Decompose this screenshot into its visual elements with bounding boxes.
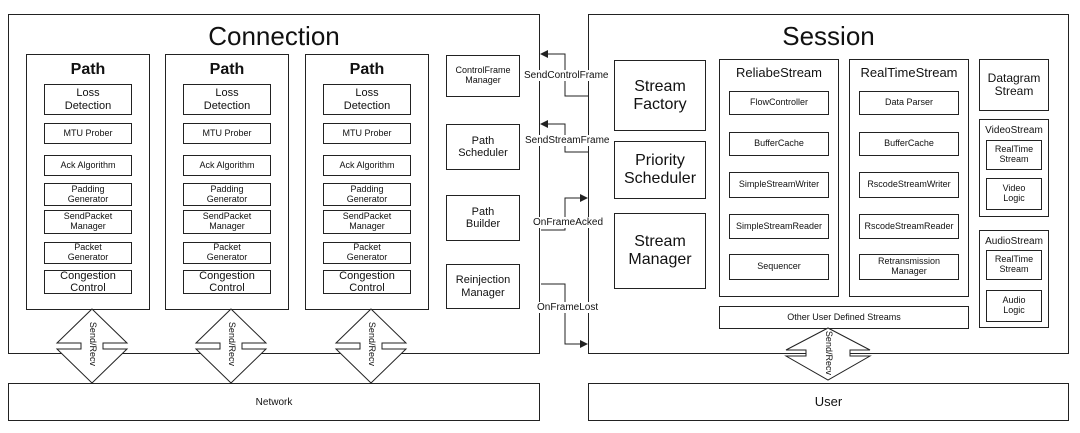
reinjection-manager-box: Reinjection Manager [446, 264, 520, 309]
send-recv-label: Send/Recv [87, 321, 98, 366]
flowcontroller-box: FlowController [729, 91, 829, 115]
network-box: Network [8, 383, 540, 421]
stream-factory-box: Stream Factory [614, 60, 706, 131]
packet-generator-box: Packet Generator [44, 242, 132, 264]
path-title: Path [209, 61, 245, 78]
mtu-prober-box: MTU Prober [44, 123, 132, 144]
audio-logic-box: Audio Logic [986, 290, 1042, 322]
padding-generator-box: Padding Generator [323, 183, 411, 206]
send-recv-label: Send/Recv [366, 321, 377, 366]
buffercache-box: BufferCache [729, 132, 829, 156]
congestion-control-box: Congestion Control [44, 270, 132, 294]
buffercache-box: BufferCache [859, 132, 959, 156]
data-parser-box: Data Parser [859, 91, 959, 115]
rscodestreamreader-box: RscodeStreamReader [859, 214, 959, 239]
packet-generator-box: Packet Generator [183, 242, 271, 264]
ack-algorithm-box: Ack Algorithm [44, 155, 132, 176]
loss-detection-box: Loss Detection [183, 84, 271, 115]
audio-realtime-stream-box: RealTime Stream [986, 250, 1042, 280]
ack-algorithm-box: Ack Algorithm [323, 155, 411, 176]
controlframe-manager-box: ControlFrame Manager [446, 55, 520, 97]
send-recv-double-arrow [784, 327, 872, 381]
user-box: User [588, 383, 1069, 421]
other-user-defined-streams-box: Other User Defined Streams [719, 306, 969, 329]
send-recv-label: Send/Recv [823, 330, 834, 375]
path-title: Path [70, 61, 106, 78]
retransmission-manager-box: Retransmission Manager [859, 254, 959, 280]
padding-generator-box: Padding Generator [44, 183, 132, 206]
datagram-stream-box: Datagram Stream [979, 59, 1049, 111]
priority-scheduler-box: Priority Scheduler [614, 141, 706, 199]
packet-generator-box: Packet Generator [323, 242, 411, 264]
on-frame-lost-arrow [541, 283, 588, 348]
simplestreamreader-box: SimpleStreamReader [729, 214, 829, 239]
video-stream-title: VideoStream [985, 125, 1043, 136]
connection-title: Connection [208, 21, 340, 51]
loss-detection-box: Loss Detection [323, 84, 411, 115]
session-title: Session [782, 21, 875, 51]
on-frame-acked-label: OnFrameAcked [532, 217, 605, 228]
rscodestreamwriter-box: RscodeStreamWriter [859, 172, 959, 198]
send-stream-frame-label: SendStreamFrame [524, 135, 611, 146]
send-control-frame-label: SendControlFrame [523, 70, 610, 81]
mtu-prober-box: MTU Prober [323, 123, 411, 144]
send-recv-label: Send/Recv [226, 321, 237, 366]
path-scheduler-box: Path Scheduler [446, 124, 520, 170]
on-frame-acked-arrow [541, 194, 588, 231]
mtu-prober-box: MTU Prober [183, 123, 271, 144]
congestion-control-box: Congestion Control [183, 270, 271, 294]
video-logic-box: Video Logic [986, 178, 1042, 210]
sequencer-box: Sequencer [729, 254, 829, 280]
path-title: Path [349, 61, 385, 78]
congestion-control-box: Congestion Control [323, 270, 411, 294]
path-builder-box: Path Builder [446, 195, 520, 241]
sendpacket-manager-box: SendPacket Manager [323, 210, 411, 234]
on-frame-lost-label: OnFrameLost [536, 302, 600, 313]
simplestreamwriter-box: SimpleStreamWriter [729, 172, 829, 198]
ack-algorithm-box: Ack Algorithm [183, 155, 271, 176]
audio-stream-title: AudioStream [985, 236, 1043, 247]
sendpacket-manager-box: SendPacket Manager [44, 210, 132, 234]
realtime-stream-title: RealTimeStream [860, 65, 958, 80]
stream-manager-box: Stream Manager [614, 213, 706, 289]
loss-detection-box: Loss Detection [44, 84, 132, 115]
reliable-stream-title: ReliabeStream [736, 65, 822, 80]
padding-generator-box: Padding Generator [183, 183, 271, 206]
video-realtime-stream-box: RealTime Stream [986, 140, 1042, 170]
sendpacket-manager-box: SendPacket Manager [183, 210, 271, 234]
